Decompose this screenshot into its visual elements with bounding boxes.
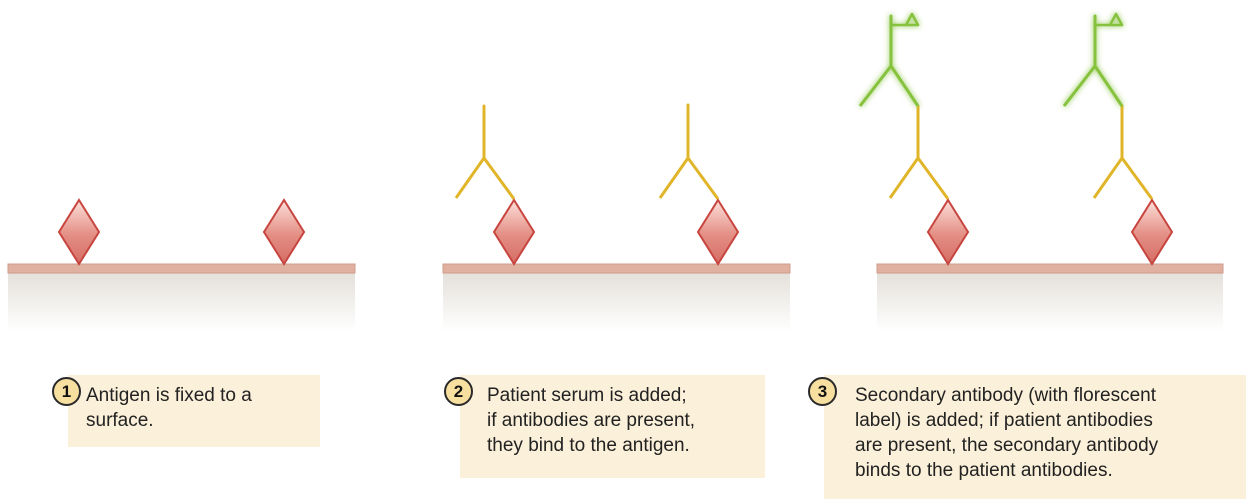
panel-3 xyxy=(860,14,1223,332)
step-2-caption: 2 Patient serum is added; if antibodies … xyxy=(460,375,765,478)
secondary-antibody xyxy=(860,16,918,106)
step-1-caption: 1 Antigen is fixed to a surface. xyxy=(68,375,320,447)
surface xyxy=(8,272,355,332)
panel-1 xyxy=(8,200,355,332)
surface xyxy=(443,272,790,332)
surface-line xyxy=(8,264,355,273)
step-caption-text: Patient serum is added; if antibodies ar… xyxy=(487,383,757,458)
step-number-badge: 3 xyxy=(808,377,837,406)
fluorescent-label-icon xyxy=(1095,14,1122,25)
surface-line xyxy=(443,264,790,273)
antigen xyxy=(1132,200,1172,264)
antigen xyxy=(264,200,304,264)
surface-line xyxy=(877,264,1223,273)
antigen xyxy=(698,200,738,264)
step-caption-text: Secondary antibody (with florescent labe… xyxy=(855,383,1240,483)
patient-antibody xyxy=(890,106,948,199)
step-number-badge: 2 xyxy=(444,377,473,406)
antigen xyxy=(59,200,99,264)
patient-antibody xyxy=(456,106,514,199)
step-3-caption: 3 Secondary antibody (with florescent la… xyxy=(824,375,1246,499)
antigen xyxy=(928,200,968,264)
patient-antibody xyxy=(1094,106,1152,199)
secondary-antibody xyxy=(1064,16,1122,106)
patient-antibody xyxy=(660,105,718,199)
step-caption-text: Antigen is fixed to a surface. xyxy=(86,383,312,433)
surface xyxy=(877,272,1223,332)
panel-2 xyxy=(443,105,790,332)
fluorescent-label-icon xyxy=(891,14,918,25)
antigen xyxy=(494,200,534,264)
step-number-badge: 1 xyxy=(52,377,81,406)
